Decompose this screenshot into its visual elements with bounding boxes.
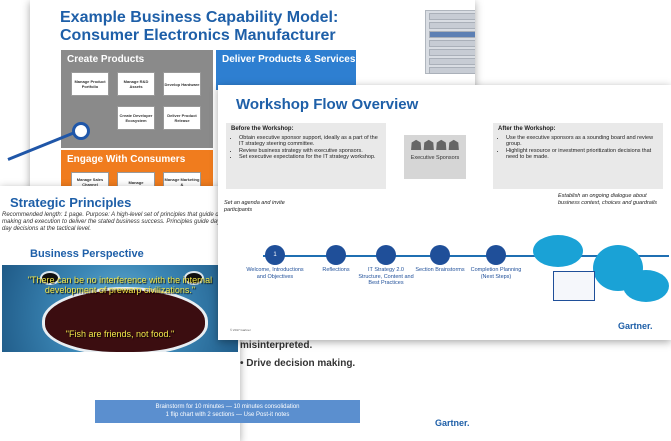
panel-heading: Before the Workshop:	[231, 126, 294, 132]
shark-image: "There can be no interference with the i…	[2, 265, 238, 352]
section-subtitle: Business Perspective	[30, 248, 144, 260]
deliver-products-box: Deliver Products & Services	[216, 50, 356, 90]
step-label: Welcome, Introductions and Objectives	[246, 267, 304, 280]
slide-title: Workshop Flow Overview	[236, 96, 419, 113]
before-workshop-panel: Before the Workshop: Obtain executive sp…	[226, 123, 386, 189]
step-label: Section Brainstorms	[415, 267, 465, 273]
shark-mouth	[42, 287, 208, 352]
quote-primary: "There can be no interference with the i…	[27, 275, 213, 295]
flow-node-2	[326, 245, 346, 265]
brainstorm-instructions: Brainstorm for 10 minutes — 10 minutes c…	[95, 400, 360, 423]
workshop-flow-slide: Workshop Flow Overview Before the Worksh…	[218, 85, 671, 340]
strategic-principles-slide: Strategic Principles Recommended length:…	[0, 186, 240, 441]
outcome-ellipse	[533, 235, 583, 267]
people-icon: ☗☗☗☗	[409, 137, 461, 153]
panel-item: Set executive expectations for the IT st…	[239, 154, 381, 161]
bullet-text: • Drive decision making.	[240, 358, 356, 369]
step-label: Reflections	[322, 267, 350, 273]
capability-item: Manage Product Portfolio	[71, 72, 109, 96]
quote-secondary: "Fish are friends, not food."	[65, 329, 175, 339]
gartner-logo: Gartner.	[618, 321, 653, 331]
capability-item: Deliver Product Release	[163, 106, 201, 130]
sponsors-label: Executive Sponsors	[410, 155, 460, 161]
capability-item: Manage R&D Assets	[117, 72, 155, 96]
capability-item: Create Developer Ecosystem	[117, 106, 155, 130]
flow-node-4	[430, 245, 450, 265]
flow-line	[263, 255, 669, 257]
bullet-text: misinterpreted.	[240, 340, 313, 351]
slide-title: Strategic Principles	[10, 195, 132, 210]
slide-thumbnail-panel	[425, 10, 475, 74]
pointer-ring	[72, 122, 90, 140]
step-label: IT Strategy 2.0 Structure, Content and B…	[358, 267, 414, 286]
panel-item: Review business strategy with executive …	[239, 148, 381, 155]
step-label: Completion Planning (Next Steps)	[470, 267, 522, 280]
outcome-ellipse	[623, 270, 669, 302]
panel-item: Highlight resource or investment priorit…	[506, 148, 658, 161]
footer-text: © 2017 Gartner	[230, 328, 251, 332]
flow-node-1: 1	[265, 245, 285, 265]
panel-item: Use the executive sponsors as a sounding…	[506, 135, 658, 148]
note-right: Establish an ongoing dialogue about busi…	[558, 193, 658, 206]
note-left: Set an agenda and invite participants	[224, 200, 285, 213]
shark-eye	[184, 271, 204, 285]
slide-title: Example Business Capability Model: Consu…	[60, 9, 339, 44]
outcome-box	[553, 271, 595, 301]
panel-heading: After the Workshop:	[498, 126, 556, 132]
after-workshop-panel: After the Workshop: Use the executive sp…	[493, 123, 663, 189]
slide-description: Recommended length: 1 page. Purpose: A h…	[2, 212, 238, 232]
flow-node-3	[376, 245, 396, 265]
create-products-box: Create Products Manage Product Portfolio…	[61, 50, 213, 148]
flow-node-5	[486, 245, 506, 265]
executive-sponsors-box: ☗☗☗☗ Executive Sponsors	[404, 135, 466, 179]
shark-eye	[40, 271, 60, 285]
panel-item: Obtain executive sponsor support, ideall…	[239, 135, 381, 148]
gartner-logo: Gartner.	[435, 418, 470, 428]
capability-item: Develop Hardware	[163, 72, 201, 96]
